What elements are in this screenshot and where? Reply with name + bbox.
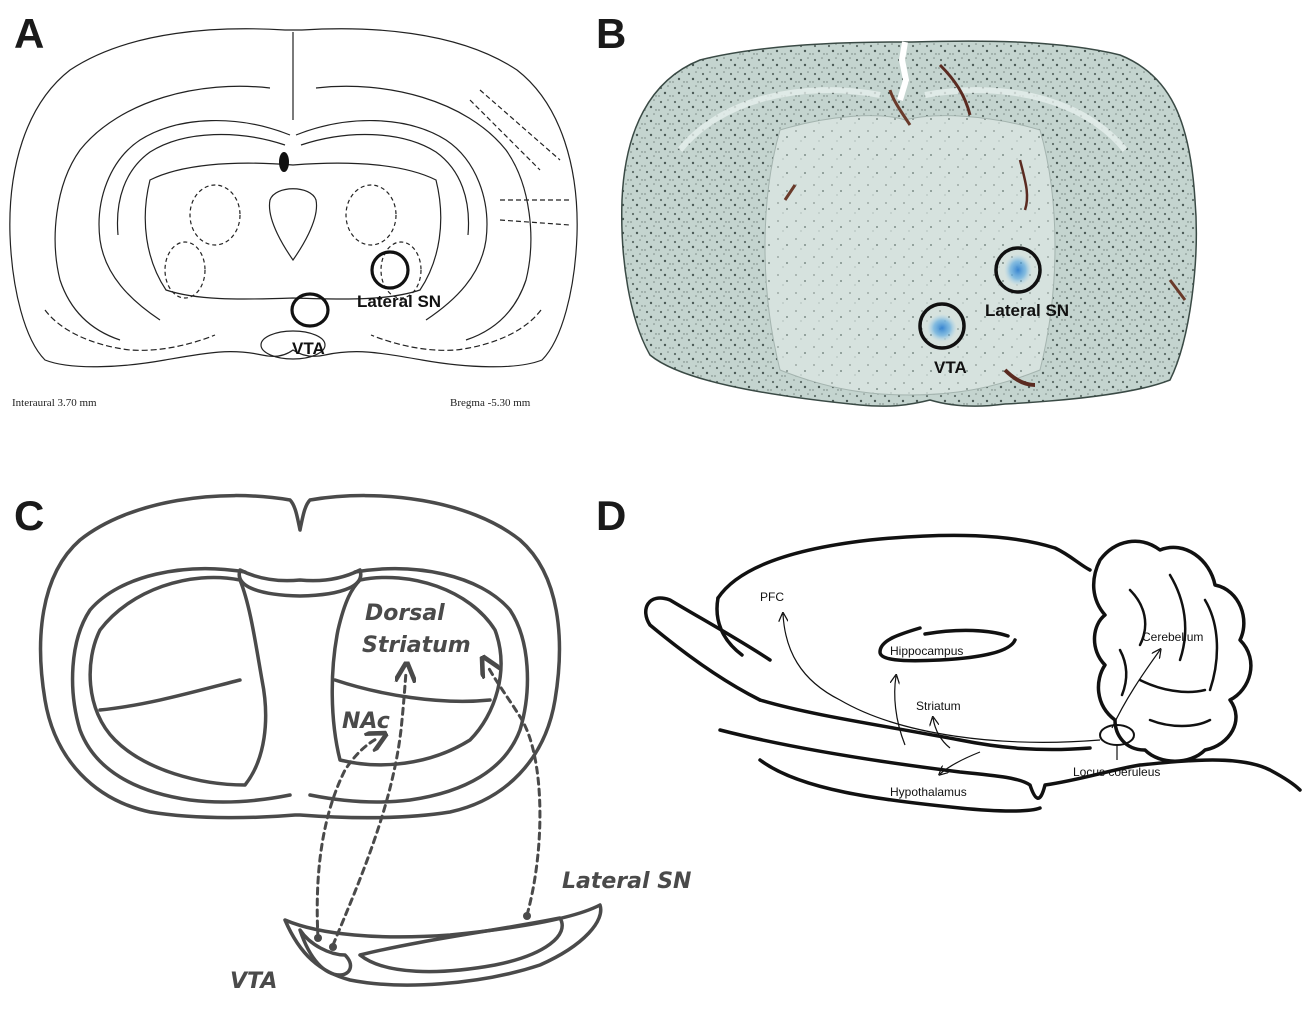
panel-c: C Dorsal Striatum NAc Lateral SN VTA bbox=[14, 492, 691, 994]
panel-b-lateral-sn-label: Lateral SN bbox=[985, 301, 1069, 320]
panel-b: B Lateral SN VTA bbox=[596, 10, 1196, 406]
panel-d-letter: D bbox=[596, 492, 626, 539]
panel-c-left-split bbox=[100, 680, 240, 710]
panel-a-letter: A bbox=[14, 10, 44, 57]
panel-c-striatum-nac-divider bbox=[335, 680, 490, 701]
atlas-lower-left bbox=[45, 310, 215, 350]
panel-d-projection-to-hippocampus bbox=[895, 676, 905, 745]
atlas-hippo-right-2 bbox=[301, 135, 469, 235]
panel-b-letter: B bbox=[596, 10, 626, 57]
panel-a-bregma: Bregma -5.30 mm bbox=[450, 397, 531, 409]
panel-c-vta-label: VTA bbox=[230, 969, 277, 994]
panel-d-hippocampus-inner bbox=[925, 630, 1008, 636]
panel-d-hippocampus-label: Hippocampus bbox=[890, 644, 963, 658]
atlas-hippo-left-2 bbox=[117, 135, 285, 235]
panel-d: D PFC Hippocampus bbox=[596, 492, 1300, 811]
panel-d-locus-coeruleus-label: Locus coeruleus bbox=[1073, 765, 1160, 779]
panel-c-striatum-label: Striatum bbox=[362, 633, 471, 658]
panel-b-dye-spot-vta bbox=[927, 314, 957, 342]
panel-d-cerebellum-folia-5 bbox=[1150, 720, 1210, 726]
panel-d-cerebellum-label: Cerebellum bbox=[1142, 630, 1203, 644]
panel-c-vta-notch bbox=[300, 930, 350, 975]
atlas-hippo-left bbox=[99, 121, 290, 320]
panel-c-corpus-callosum bbox=[239, 570, 361, 596]
panel-a: A Lateral SN VTA bbox=[10, 10, 577, 409]
panel-b-inner-region bbox=[765, 116, 1055, 395]
panel-b-vta-label: VTA bbox=[934, 358, 967, 377]
panel-c-letter: C bbox=[14, 492, 44, 539]
atlas-thalamus bbox=[145, 163, 441, 299]
panel-a-lateral-sn-circle bbox=[372, 252, 408, 288]
panel-c-dorsal-label: Dorsal bbox=[365, 601, 445, 626]
atlas-cortex-inner-left bbox=[55, 86, 270, 340]
panel-d-striatum-label: Striatum bbox=[916, 699, 961, 713]
panel-d-frontal bbox=[717, 598, 742, 655]
panel-d-cortex-top bbox=[718, 535, 1090, 598]
panel-d-cerebellum-folia-2 bbox=[1170, 575, 1185, 660]
panel-c-vta-dot-2 bbox=[329, 943, 337, 951]
atlas-nucleus-2 bbox=[346, 185, 396, 245]
panel-c-brain-outline bbox=[41, 496, 560, 818]
panel-d-cerebellum-folia-6 bbox=[1120, 650, 1126, 695]
panel-a-vta-label: VTA bbox=[292, 339, 325, 358]
atlas-aqueduct bbox=[269, 189, 316, 260]
panel-d-cerebellum-folia-3 bbox=[1205, 600, 1217, 690]
atlas-nucleus-4 bbox=[381, 242, 421, 298]
panel-b-dye-spot-lateral-sn bbox=[1004, 254, 1032, 286]
panel-d-projection-to-cerebellum bbox=[1112, 650, 1160, 728]
panel-c-lateral-sn-label: Lateral SN bbox=[562, 869, 691, 894]
panel-a-lateral-sn-label: Lateral SN bbox=[357, 292, 441, 311]
panel-c-sn-dot bbox=[523, 912, 531, 920]
atlas-nucleus-3 bbox=[165, 242, 205, 298]
panel-a-target-vta: VTA bbox=[292, 294, 328, 358]
panel-a-target-lateral-sn: Lateral SN bbox=[357, 252, 441, 311]
panel-d-cerebellum-folia-4 bbox=[1140, 680, 1205, 692]
panel-d-pfc-label: PFC bbox=[760, 590, 784, 604]
panel-c-sn-inner bbox=[360, 918, 562, 972]
atlas-lower-right bbox=[371, 310, 541, 350]
panel-d-cerebellum-outline bbox=[1094, 541, 1251, 761]
panel-d-olfactory-bulb bbox=[646, 598, 770, 700]
atlas-hippo-right bbox=[296, 121, 487, 320]
panel-c-vta-dot-1 bbox=[314, 934, 322, 942]
panel-d-hypothalamus-label: Hypothalamus bbox=[890, 785, 967, 799]
atlas-nucleus-1 bbox=[190, 185, 240, 245]
panel-c-nac-label: NAc bbox=[342, 709, 390, 734]
panel-a-dark-mark bbox=[279, 152, 289, 172]
panel-d-brainstem-bottom bbox=[720, 730, 1300, 798]
panel-a-interaural: Interaural 3.70 mm bbox=[12, 397, 97, 409]
